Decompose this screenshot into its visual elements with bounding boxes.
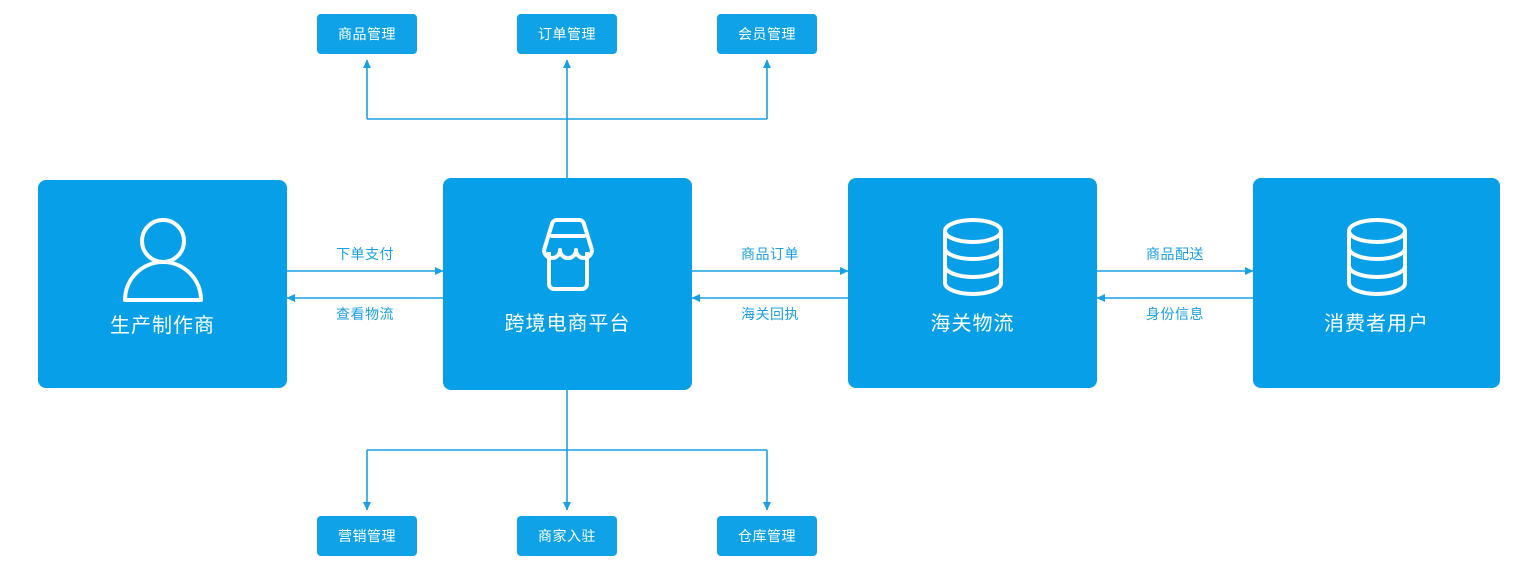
module-label: 商品管理 [338,26,396,42]
module-label: 商家入驻 [538,528,596,544]
module-box-merchant-entry[interactable]: 商家入驻 [517,516,617,556]
flow-label-customs-to-platform: 海关回执 [692,307,848,321]
database-icon [1331,210,1423,306]
module-label: 会员管理 [738,26,796,42]
node-label: 生产制作商 [110,315,215,337]
module-box-marketing-mgmt[interactable]: 营销管理 [317,516,417,556]
module-box-warehouse-mgmt[interactable]: 仓库管理 [717,516,817,556]
flow-label-platform-to-producer: 查看物流 [287,307,443,321]
node-consumer[interactable]: 消费者用户 [1253,178,1500,388]
node-producer[interactable]: 生产制作商 [38,180,287,388]
module-label: 营销管理 [338,528,396,544]
module-label: 订单管理 [538,26,596,42]
database-icon [927,210,1019,306]
user-icon [117,212,209,308]
node-customs[interactable]: 海关物流 [848,178,1097,388]
flow-label-text: 下单支付 [336,246,394,262]
module-box-member-mgmt[interactable]: 会员管理 [717,14,817,54]
flow-label-customs-to-consumer: 商品配送 [1097,247,1253,261]
node-label: 消费者用户 [1324,313,1429,335]
shop-icon [522,210,614,306]
flow-label-producer-to-platform: 下单支付 [287,247,443,261]
flow-label-text: 身份信息 [1146,306,1204,322]
node-label: 跨境电商平台 [504,313,631,335]
module-box-order-mgmt[interactable]: 订单管理 [517,14,617,54]
flow-label-text: 海关回执 [741,306,799,322]
flow-label-text: 商品配送 [1146,246,1204,262]
module-label: 仓库管理 [738,528,796,544]
node-label: 海关物流 [930,313,1015,335]
module-box-goods-mgmt[interactable]: 商品管理 [317,14,417,54]
flow-label-text: 查看物流 [336,306,394,322]
flow-label-platform-to-customs: 商品订单 [692,247,848,261]
flow-label-text: 商品订单 [741,246,799,262]
node-platform[interactable]: 跨境电商平台 [443,178,692,390]
flow-label-consumer-to-customs: 身份信息 [1097,307,1253,321]
